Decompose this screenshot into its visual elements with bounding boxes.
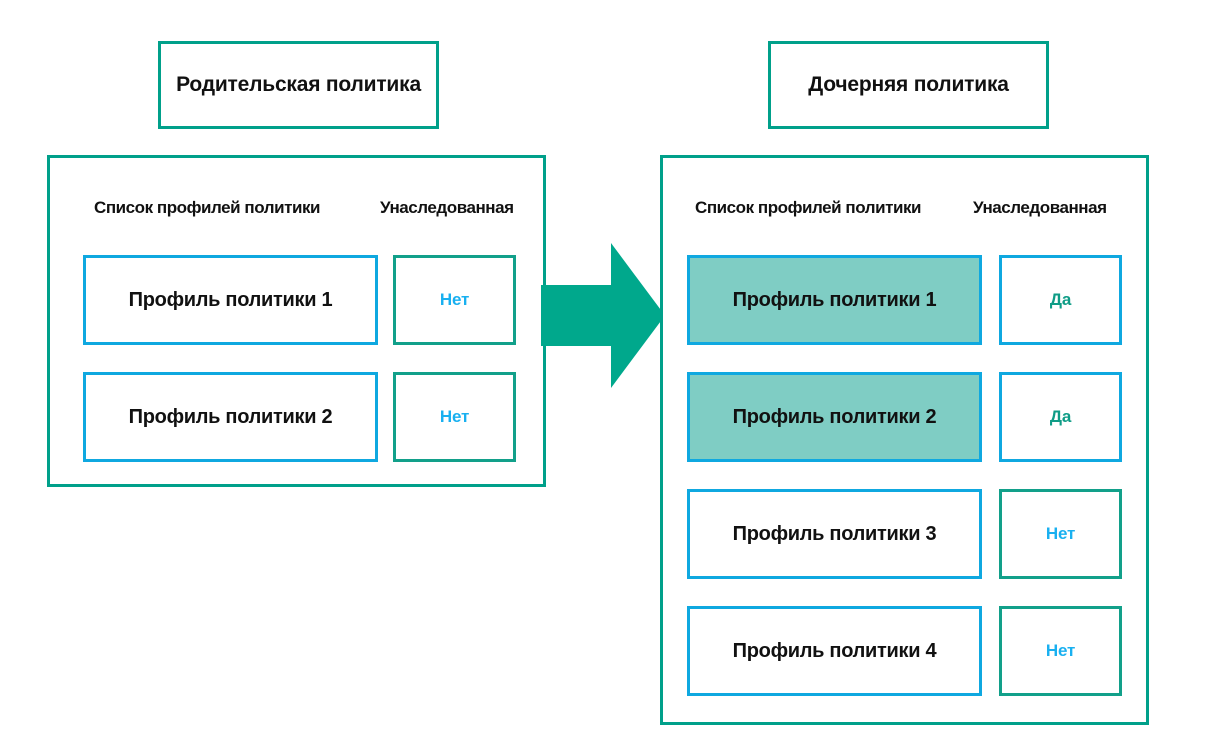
parent-inherited-label-2: Нет — [439, 407, 470, 426]
parent-column-header-profiles: Список профилей политики — [94, 198, 321, 217]
parent-policy-title-box: Родительская политика — [158, 41, 439, 129]
table-row: Профиль политики 1 Да — [663, 255, 1146, 345]
parent-profile-label-2: Профиль политики 2 — [128, 405, 333, 428]
child-inherited-label-1: Да — [1049, 290, 1072, 309]
child-policy-panel: Список профилей политики Унаследованная … — [660, 155, 1149, 725]
table-row: Профиль политики 1 Нет — [50, 255, 543, 345]
parent-profile-box-1[interactable]: Профиль политики 1 — [83, 255, 378, 345]
child-column-header-profiles: Список профилей политики — [695, 198, 922, 217]
parent-inherited-label-1: Нет — [439, 290, 470, 309]
child-profile-box-1[interactable]: Профиль политики 1 — [687, 255, 982, 345]
parent-column-header-inherited: Унаследованная — [380, 198, 514, 217]
child-policy-title-box: Дочерняя политика — [768, 41, 1049, 129]
child-column-header-inherited: Унаследованная — [973, 198, 1107, 217]
child-profile-label-1: Профиль политики 1 — [732, 288, 937, 311]
table-row: Профиль политики 3 Нет — [663, 489, 1146, 579]
child-column-headers: Список профилей политики Унаследованная — [663, 198, 1146, 224]
child-inherited-label-3: Нет — [1045, 524, 1076, 543]
child-inherited-box-4[interactable]: Нет — [999, 606, 1122, 696]
child-inherited-box-2[interactable]: Да — [999, 372, 1122, 462]
child-profile-label-2: Профиль политики 2 — [732, 405, 937, 428]
child-inherited-label-2: Да — [1049, 407, 1072, 426]
table-row: Профиль политики 2 Нет — [50, 372, 543, 462]
child-inherited-box-3[interactable]: Нет — [999, 489, 1122, 579]
table-row: Профиль политики 4 Нет — [663, 606, 1146, 696]
parent-policy-panel: Список профилей политики Унаследованная … — [47, 155, 546, 487]
arrow-right-icon — [541, 243, 665, 388]
child-inherited-box-1[interactable]: Да — [999, 255, 1122, 345]
parent-inherited-box-2[interactable]: Нет — [393, 372, 516, 462]
child-profile-box-3[interactable]: Профиль политики 3 — [687, 489, 982, 579]
child-profile-box-4[interactable]: Профиль политики 4 — [687, 606, 982, 696]
child-profile-box-2[interactable]: Профиль политики 2 — [687, 372, 982, 462]
parent-column-headers: Список профилей политики Унаследованная — [50, 198, 543, 224]
child-policy-title: Дочерняя политика — [808, 72, 1009, 96]
parent-inherited-box-1[interactable]: Нет — [393, 255, 516, 345]
parent-profile-label-1: Профиль политики 1 — [128, 288, 333, 311]
child-profile-label-4: Профиль политики 4 — [732, 639, 937, 662]
child-inherited-label-4: Нет — [1045, 641, 1076, 660]
child-profile-label-3: Профиль политики 3 — [732, 522, 937, 545]
parent-policy-title: Родительская политика — [176, 72, 421, 96]
table-row: Профиль политики 2 Да — [663, 372, 1146, 462]
parent-profile-box-2[interactable]: Профиль политики 2 — [83, 372, 378, 462]
